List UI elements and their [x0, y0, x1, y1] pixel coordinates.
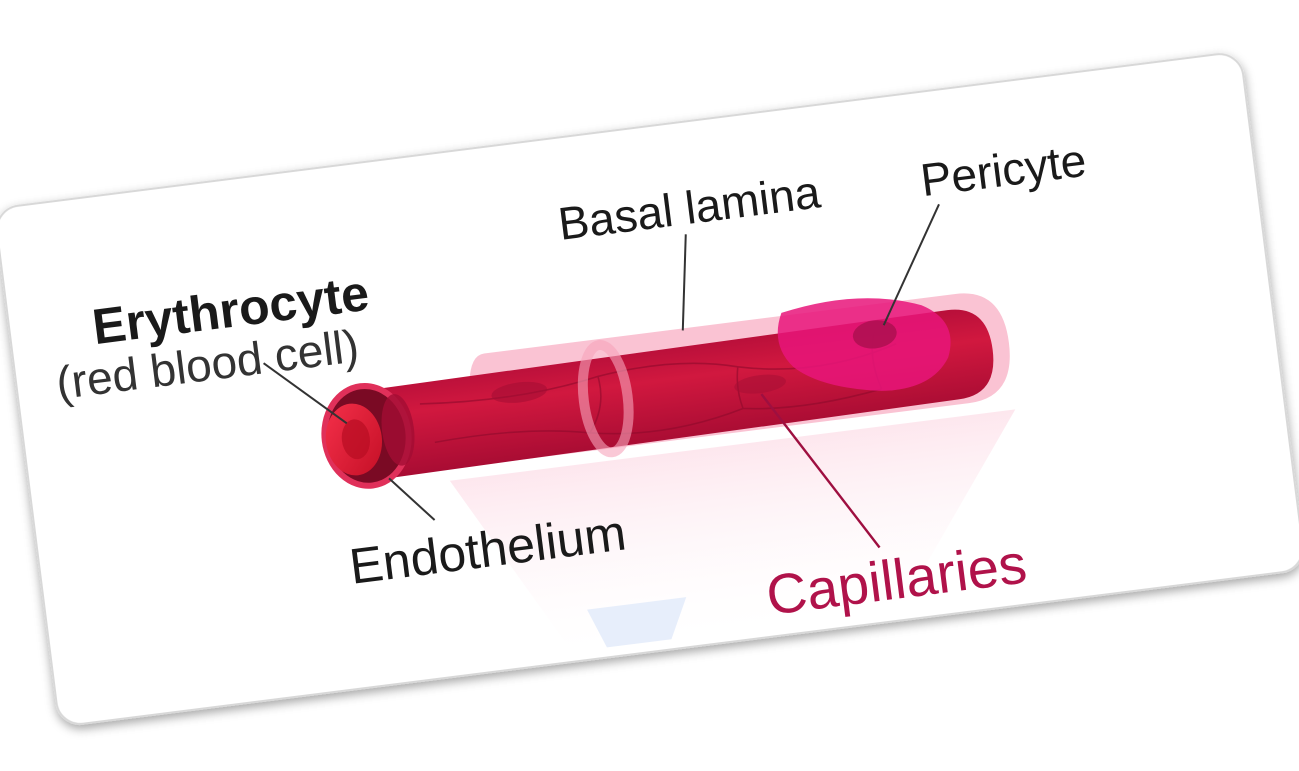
card: Erythrocyte (red blood cell) Basal lamin… [0, 51, 1299, 726]
